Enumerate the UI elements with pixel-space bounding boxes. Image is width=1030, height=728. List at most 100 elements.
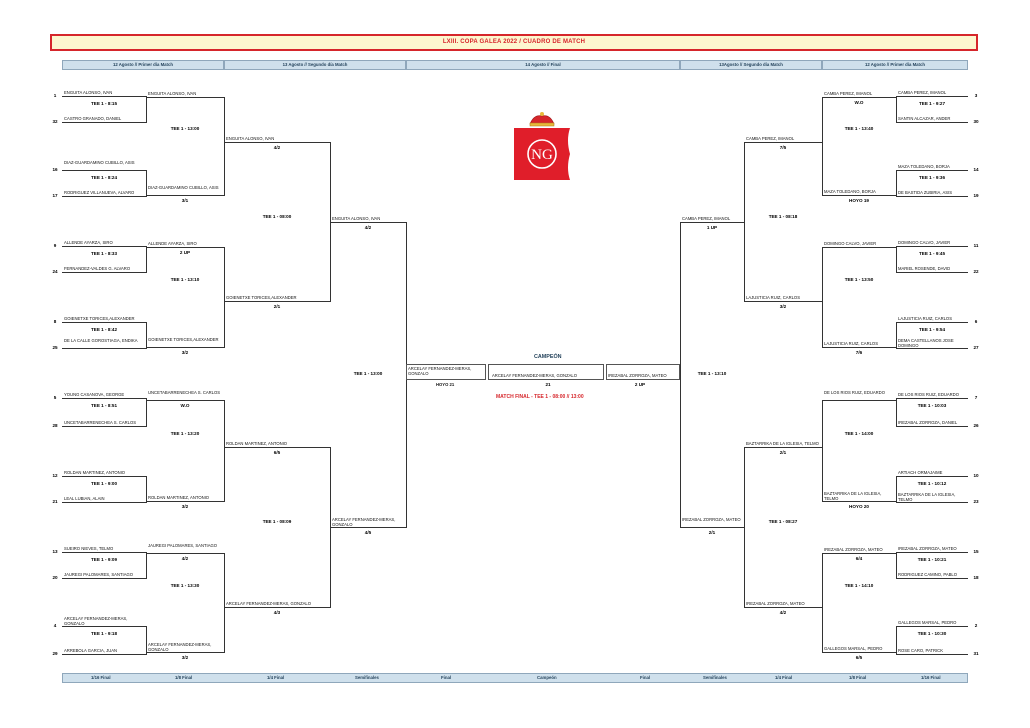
bracket-line [62, 476, 146, 477]
bracket-line [822, 97, 823, 196]
player-left-r1-0: ENGUITA ALONSO, IVAN [64, 90, 113, 95]
result-left-r4-1: 4/5 [364, 530, 372, 535]
bracket-line [680, 222, 744, 223]
bracket-line [146, 501, 224, 502]
player-right-r2-2: DOMINGO CALVO, JAVIER [824, 241, 877, 246]
bracket-line [896, 426, 968, 427]
result-left-r3-3: 4/3 [273, 610, 281, 615]
result-right-r2-7: 6/5 [855, 655, 863, 660]
tee-right-r1-1: TEE 1 - 9:36 [918, 175, 946, 180]
bracket-line [896, 476, 968, 477]
player-left-r1-9: UNCETABARRENECHEA S. CARLOS [64, 420, 137, 425]
final-left-note: HOYO 21 [436, 382, 455, 387]
bracket-line [822, 347, 896, 348]
bracket-line [744, 142, 745, 302]
bracket-line [896, 578, 968, 579]
bracket-line [822, 553, 823, 653]
bracket-line [896, 96, 897, 123]
player-right-r1-5: MARIEL ROSENDE, DAVID [898, 266, 951, 271]
header-day2-right: 13Agosto // Segundo día Match [680, 60, 822, 70]
player-left-r4-1: ARCELAY FERNANDEZ-MERAS, GONZALO [332, 517, 396, 527]
seed-left-9: 28 [52, 423, 58, 428]
bracket-line [822, 247, 896, 248]
seed-right-14: 2 [974, 623, 978, 628]
bracket-line [330, 222, 406, 223]
bracket-line [224, 447, 330, 448]
bracket-line [822, 400, 896, 401]
seed-left-10: 12 [52, 473, 58, 478]
player-right-r2-3: LAJUSTICIA RUIZ, CARLOS [824, 341, 878, 346]
player-left-r1-14: ARCELAY FERNANDEZ-MERAS, GONZALO [64, 616, 128, 626]
bracket-line [224, 553, 225, 653]
result-left-r3-2: 6/5 [273, 450, 281, 455]
player-right-r1-1: SANTIN ALCAZAR, ANDER [898, 116, 951, 121]
player-left-r1-10: ROLDAN MARTINEZ, ANTONIO [64, 470, 126, 475]
bracket-line [146, 553, 224, 554]
seed-right-3: 19 [973, 193, 979, 198]
player-right-r1-3: DE BASTIDA ZUBIRIA, ASIS [898, 190, 952, 195]
bracket-line [822, 501, 896, 502]
footer-final-left: Final [441, 675, 452, 680]
seed-right-2: 14 [973, 167, 979, 172]
bracket-line [896, 552, 897, 579]
seed-left-7: 25 [52, 345, 58, 350]
tee-left-r1-3: TEE 1 - 8:42 [90, 327, 118, 332]
player-left-r3-3: ARCELAY FERNANDEZ-MERAS, GONZALO [226, 601, 312, 606]
player-left-r1-5: FERNANDEZ-VALDES G. ALVARO [64, 266, 131, 271]
footer-right-r2: 1/8 Final [849, 675, 867, 680]
seed-right-15: 31 [973, 651, 979, 656]
bracket-line [224, 301, 330, 302]
player-right-r3-0: CAMBA PEREZ, IMANOL [746, 136, 795, 141]
header-day1-left: 12 Agosto // Primer día Match [62, 60, 224, 70]
bracket-line [146, 195, 224, 196]
player-left-r1-13: JAUREGI PALOMARES, SANTIAGO [64, 572, 134, 577]
footer-left-r2: 1/8 Final [175, 675, 193, 680]
bracket-line [146, 652, 224, 653]
player-right-r4-1: IREZABAL ZORROZA, MATEO [682, 517, 741, 522]
seed-right-11: 23 [973, 499, 979, 504]
bracket-line [896, 626, 968, 627]
bracket-line [896, 322, 968, 323]
bracket-line [224, 247, 225, 348]
player-left-r1-8: YOUNG CASANOVA, GEORGE [64, 392, 125, 397]
player-right-r2-7: GALLEGOS MARSAL, PEDRO [824, 646, 883, 651]
player-left-r1-12: SUEIRO NIEVES, TELMO [64, 546, 114, 551]
player-left-r2-0: ENGUITA ALONSO, IVAN [148, 91, 197, 96]
player-left-r2-5: ROLDAN MARTINEZ, ANTONIO [148, 495, 210, 500]
player-right-r1-12: IREZABAL ZORROZA, MATEO [898, 546, 957, 551]
bracket-line [896, 196, 968, 197]
bracket-line [896, 626, 897, 655]
tee-left-r2-1: TEE 1 - 13:10 [170, 277, 200, 282]
final-right-result: 2 UP [634, 382, 646, 387]
bracket-line [744, 142, 822, 143]
bracket-line [146, 322, 147, 349]
player-left-r3-2: ROLDAN MARTINEZ, ANTONIO [226, 441, 288, 446]
bracket-line [822, 97, 896, 98]
champion-box [488, 364, 604, 380]
result-right-r3-2: 2/1 [779, 450, 787, 455]
footer-right-r1: 1/16 Final [921, 675, 941, 680]
player-right-r1-14: GALLEGOS MARSAL, PEDRO [898, 620, 957, 625]
player-left-r1-6: GOIENETXE TORICES,ALEXANDER [64, 316, 135, 321]
player-left-r4-0: ENGUITA ALONSO, IVAN [332, 216, 381, 221]
bracket-line [224, 97, 225, 196]
bracket-line [146, 97, 224, 98]
tee-right-r2-0: TEE 1 - 13:40 [844, 126, 874, 131]
bracket-line [822, 652, 896, 653]
seed-right-4: 11 [973, 243, 979, 248]
seed-left-12: 13 [52, 549, 58, 554]
bracket-line [224, 400, 225, 502]
tee-right-r2-3: TEE 1 - 14:10 [844, 583, 874, 588]
result-right-r3-1: 3/2 [779, 304, 787, 309]
player-left-r1-3: RODRIGUEZ VILLANUEVA, ALVARO [64, 190, 135, 195]
result-left-r3-1: 2/1 [273, 304, 281, 309]
logo-letters: NG [531, 147, 553, 163]
seed-right-6: 6 [974, 319, 978, 324]
result-left-r2-1: 3/1 [181, 198, 189, 203]
bracket-line [896, 170, 897, 197]
bracket-line [822, 553, 896, 554]
bracket-line [62, 170, 146, 171]
bracket-line [224, 142, 330, 143]
player-left-r2-1: DIAZ-GUARDAMINO CUBILLO, ASIS [148, 185, 219, 190]
bracket-line [680, 222, 681, 528]
